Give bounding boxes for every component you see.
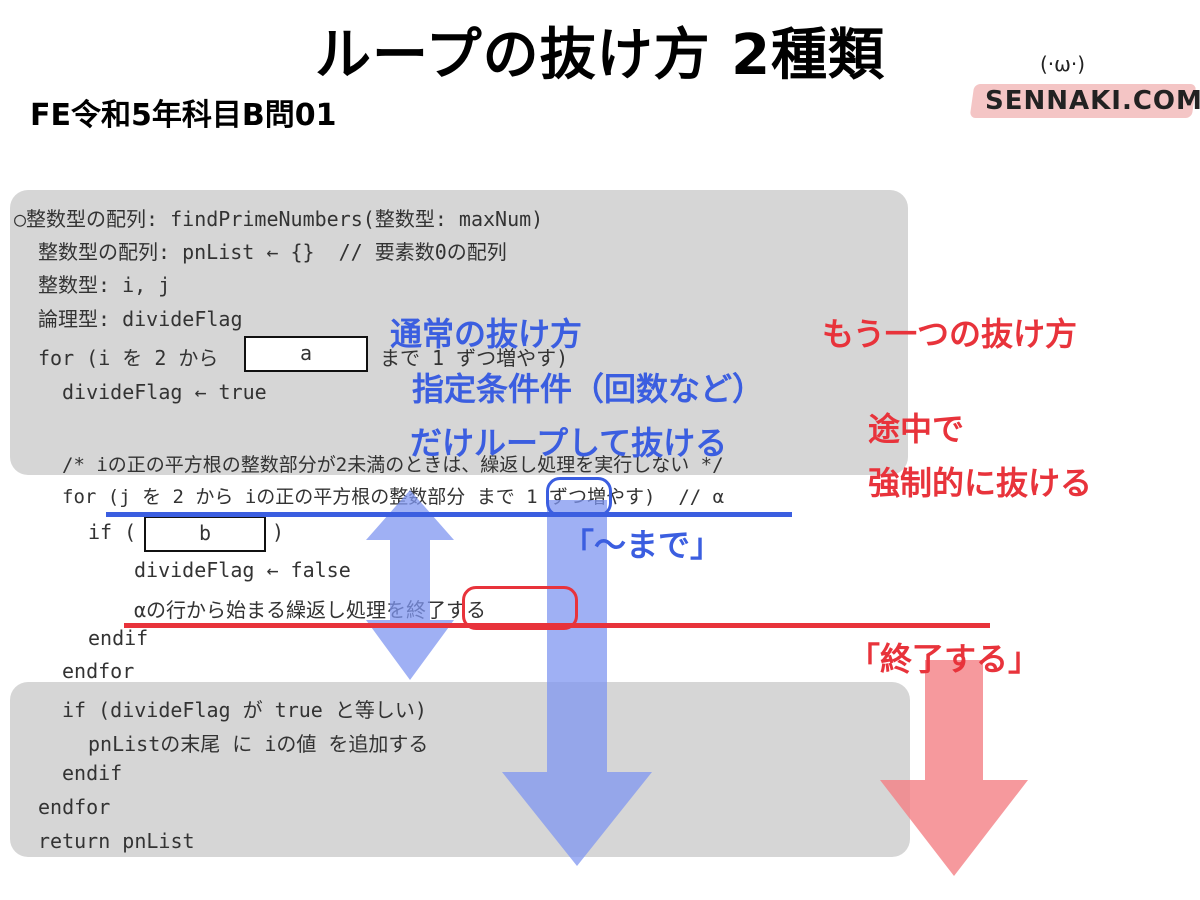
- blue-down-arrow: [502, 500, 652, 866]
- code-line: return pnList: [38, 829, 195, 853]
- made-highlight-ring: [546, 477, 612, 517]
- blank-box-b: b: [144, 516, 266, 552]
- logo-text: SENNAKI.COM: [985, 86, 1200, 116]
- other-exit-desc-1: 途中で: [868, 410, 965, 448]
- code-line: endif: [62, 761, 123, 785]
- code-line: まで 1 ずつ増やす): [380, 346, 569, 370]
- other-exit-desc-2: 強制的に抜ける: [868, 464, 1093, 502]
- page-subtitle: FE令和5年科目B問01: [30, 98, 337, 133]
- code-line: divideFlag ← false: [134, 558, 351, 582]
- code-line: ): [272, 520, 285, 544]
- code-line: if (divideFlag が true と等しい): [62, 698, 427, 722]
- normal-exit-desc-2: だけループして抜ける: [410, 424, 728, 462]
- code-line: endfor: [38, 795, 111, 819]
- code-panel-bottom: [10, 682, 910, 857]
- code-line: if (: [88, 520, 137, 544]
- code-line: 整数型の配列: pnList ← {} // 要素数0の配列: [38, 240, 507, 264]
- code-panel-top: [10, 190, 908, 475]
- code-line: endfor: [62, 659, 135, 683]
- made-label: 「〜まで」: [562, 526, 723, 564]
- other-exit-title: もう一つの抜け方: [822, 315, 1078, 353]
- code-line: ○整数型の配列: findPrimeNumbers(整数型: maxNum): [14, 207, 544, 231]
- code-line: 整数型: i, j: [38, 273, 171, 297]
- red-underline: [124, 623, 990, 628]
- code-line: /* iの正の平方根の整数部分が2未満のときは、繰返し処理を実行しない */: [62, 454, 724, 476]
- normal-exit-title: 通常の抜け方: [390, 315, 583, 353]
- end-highlight-ring: [462, 586, 578, 630]
- code-line: pnListの末尾 に iの値 を追加する: [88, 732, 429, 756]
- end-label: 「終了する」: [848, 640, 1041, 678]
- code-line: for (i を 2 から: [38, 346, 219, 370]
- blank-box-a: a: [244, 336, 368, 372]
- normal-exit-desc-1: 指定条件件（回数など）: [412, 370, 765, 408]
- blue-underline: [106, 512, 792, 517]
- page-title: ループの抜け方 2種類: [314, 23, 886, 88]
- blue-double-arrow: [366, 490, 454, 680]
- code-line: 論理型: divideFlag: [38, 307, 243, 331]
- logo-face-icon: (·ω·): [1040, 52, 1086, 76]
- code-line: endif: [88, 626, 149, 650]
- red-down-arrow: [880, 660, 1028, 876]
- code-line: divideFlag ← true: [62, 380, 267, 404]
